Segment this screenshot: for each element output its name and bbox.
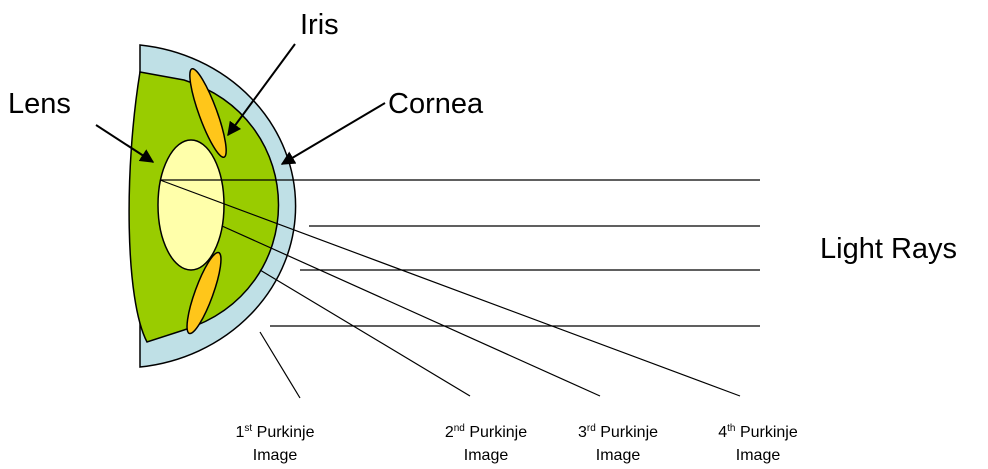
reflected-ray-4 (159, 179, 741, 397)
light-rays-label: Light Rays (820, 233, 957, 265)
reflected-ray-3 (221, 225, 601, 397)
svg-text:4th Purkinje: 4th Purkinje (718, 423, 798, 441)
iris-pointer-arrow (227, 43, 296, 137)
ordinal-suffix: th (727, 423, 735, 434)
purkinje-word: Purkinje (600, 424, 658, 441)
ordinal-suffix: rd (587, 423, 596, 434)
ordinal: 1 (236, 424, 245, 441)
iris-lower-shape (186, 251, 222, 335)
iris-upper-shape (189, 67, 227, 159)
iris-label: Iris (300, 9, 339, 41)
ordinal: 2 (445, 424, 454, 441)
lens-label: Lens (8, 88, 71, 120)
purkinje-image-4-label: 4th Purkinje Image (718, 423, 798, 464)
lens-pointer-arrow (95, 124, 155, 163)
cornea-label: Cornea (388, 88, 484, 120)
purkinje-image-2-label: 2nd Purkinje Image (445, 423, 527, 464)
image-word: Image (596, 447, 641, 464)
incoming-light-rays (160, 179, 760, 327)
ordinal-suffix: nd (454, 423, 465, 434)
reflected-rays (159, 179, 741, 399)
cornea-pointer-arrow (280, 102, 386, 165)
image-word: Image (736, 447, 781, 464)
purkinje-image-3-label: 3rd Purkinje Image (578, 423, 658, 464)
ordinal-suffix: st (244, 423, 252, 434)
ordinal: 3 (578, 424, 587, 441)
svg-text:1st Purkinje: 1st Purkinje (236, 423, 315, 441)
reflected-ray-1 (259, 331, 301, 399)
image-word: Image (464, 447, 509, 464)
purkinje-word: Purkinje (740, 424, 798, 441)
svg-text:2nd Purkinje: 2nd Purkinje (445, 423, 527, 441)
svg-text:3rd Purkinje: 3rd Purkinje (578, 423, 658, 441)
lens-shape (157, 139, 225, 271)
purkinje-word: Purkinje (469, 424, 527, 441)
ordinal: 4 (718, 424, 727, 441)
image-word: Image (253, 447, 298, 464)
reflected-ray-2 (259, 269, 471, 397)
purkinje-word: Purkinje (257, 424, 315, 441)
purkinje-image-1-label: 1st Purkinje Image (236, 423, 315, 464)
